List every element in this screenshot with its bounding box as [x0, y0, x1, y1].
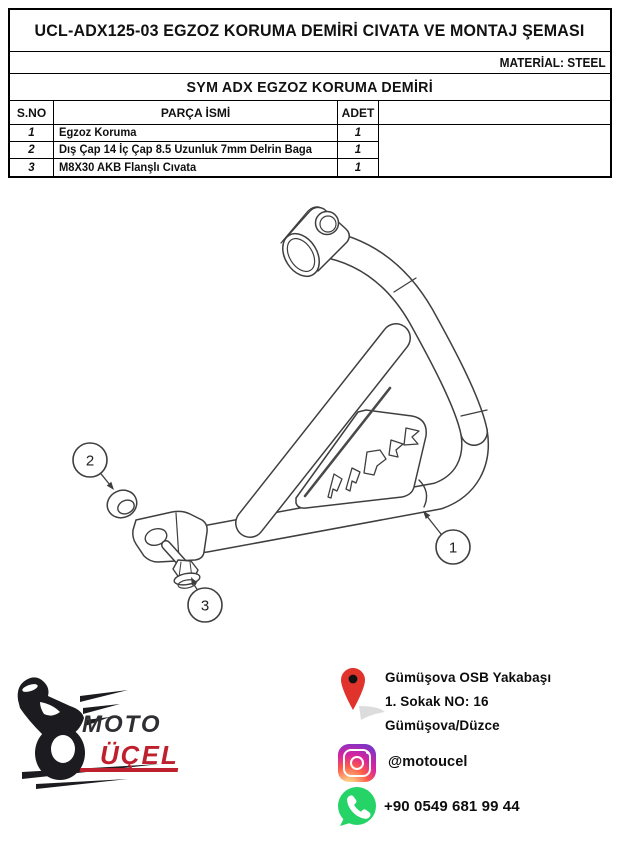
exhaust-guard-tube-upper: [306, 229, 488, 446]
table-header-row: S.NO PARÇA İSMİ ADET: [10, 101, 610, 125]
table-row: 3 M8X30 AKB Flanşlı Cıvata 1: [10, 159, 610, 176]
callout-1-number: 1: [449, 540, 457, 557]
technical-drawing: 1 2 3: [72, 206, 489, 623]
whatsapp-icon: [338, 787, 376, 826]
location-pin-icon: [341, 668, 385, 720]
phone-number: +90 0549 681 99 44: [384, 798, 520, 815]
row-qty: 1: [338, 125, 379, 142]
top-mounting-tab: [280, 206, 350, 278]
tube-seam-upper: [393, 277, 417, 293]
adx-plate: [295, 409, 427, 509]
address-line-2: 1. Sokak NO: 16: [385, 694, 489, 709]
row-empty-cell: [379, 142, 610, 159]
tube-seam-endcap: [418, 479, 428, 508]
flanged-bolt: [161, 540, 201, 589]
logo-text-moto: MOTO: [82, 711, 162, 738]
row-sno: 1: [10, 125, 54, 142]
row-sno: 2: [10, 142, 54, 159]
row-name-cell: Dış Çap 14 İç Çap 8.5 Uzunluk 7mm Delrin…: [54, 142, 338, 159]
instagram-handle: @motoucel: [388, 754, 468, 770]
material-row: MATERİAL: STEEL: [10, 52, 610, 74]
leader-arrow: [106, 481, 114, 490]
header-qty: ADET: [338, 101, 379, 124]
callout-2: 2: [72, 442, 114, 490]
table-row: 2 Dış Çap 14 İç Çap 8.5 Uzunluk 7mm Delr…: [10, 142, 610, 159]
leader-arrow: [423, 511, 431, 519]
row-name-cell: Egzoz Koruma: [54, 125, 338, 142]
logo-underline: [79, 768, 179, 772]
material-label: MATERİAL: STEEL: [500, 55, 606, 70]
header-empty-cell: [379, 101, 610, 124]
callout-1: 1: [423, 511, 471, 565]
row-part-name: Egzoz Koruma: [59, 127, 137, 139]
table-body: 1 Egzoz Koruma 1 2 Dış Çap 14 İç Çap 8.5…: [10, 125, 610, 176]
diagonal-strut-tube: [235, 323, 411, 538]
footer: MOTO ÜÇEL Gümüşova OSB Yakabaşı 1. Sokak…: [0, 648, 622, 848]
subtitle-row: SYM ADX EGZOZ KORUMA DEMİRİ: [10, 74, 610, 101]
table-row: 1 Egzoz Koruma 1: [10, 125, 610, 142]
address-line-3: Gümüşova/Düzce: [385, 718, 500, 733]
row-sno: 3: [10, 159, 54, 176]
document-title: UCL-ADX125-03 EGZOZ KORUMA DEMİRİ CIVATA…: [35, 20, 585, 40]
row-part-name: M8X30 AKB Flanşlı Cıvata: [59, 161, 197, 174]
row-empty-cell: [379, 159, 610, 176]
callout-2-number: 2: [86, 453, 94, 470]
adx-cutout-glyphs: [327, 427, 420, 499]
header-part-name: PARÇA İSMİ: [54, 101, 338, 124]
title-block-table: UCL-ADX125-03 EGZOZ KORUMA DEMİRİ CIVATA…: [8, 8, 612, 178]
leader-arrow: [191, 577, 198, 586]
address-line-1: Gümüşova OSB Yakabaşı: [385, 670, 552, 685]
row-part-name: Dış Çap 14 İç Çap 8.5 Uzunluk 7mm Delrin…: [59, 144, 312, 156]
instagram-icon: [338, 744, 376, 782]
lower-mounting-bracket: [132, 510, 208, 563]
title-row: UCL-ADX125-03 EGZOZ KORUMA DEMİRİ CIVATA…: [10, 10, 610, 52]
row-qty: 1: [338, 159, 379, 176]
logo-text-ucel: ÜÇEL: [100, 740, 179, 770]
moto-ucel-logo: MOTO ÜÇEL: [17, 677, 179, 789]
plate-shadow-edge: [303, 386, 392, 498]
header-sno: S.NO: [10, 101, 54, 124]
tab-bolt-hole: [314, 210, 340, 236]
row-empty-cell: [379, 125, 610, 142]
instagram-camera-flash-dot: [365, 751, 369, 755]
delrin-bushing: [106, 489, 138, 519]
callout-3: 3: [187, 577, 223, 623]
bracket-hole: [144, 527, 168, 547]
tube-seam-bend: [460, 409, 488, 417]
callout-3-number: 3: [201, 598, 209, 615]
document-subtitle: SYM ADX EGZOZ KORUMA DEMİRİ: [186, 78, 434, 96]
instagram-camera-frame: [343, 749, 371, 777]
instagram-camera-lens: [350, 756, 364, 770]
address-block: Gümüşova OSB Yakabaşı 1. Sokak NO: 16 Gü…: [385, 670, 551, 733]
row-name-cell: M8X30 AKB Flanşlı Cıvata: [54, 159, 338, 176]
row-qty: 1: [338, 142, 379, 159]
